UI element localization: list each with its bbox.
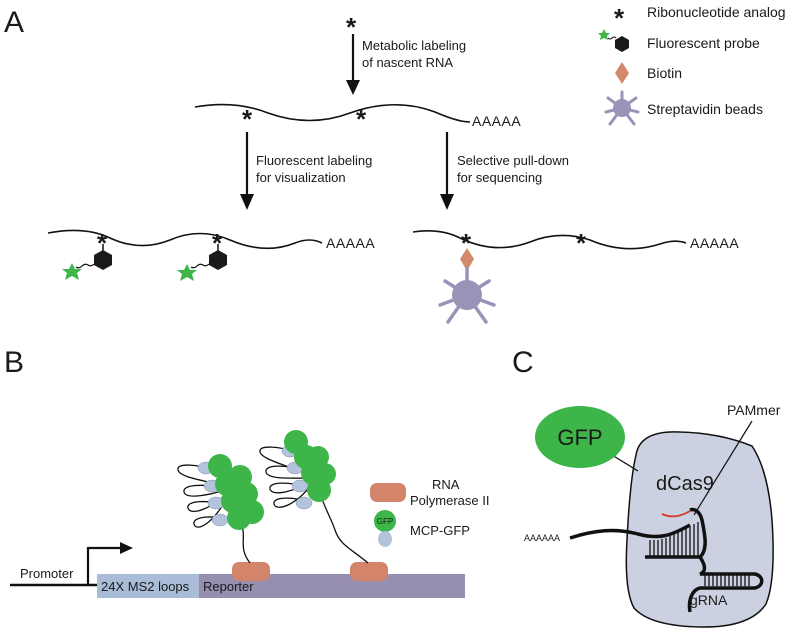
nascent-rna-strand bbox=[194, 103, 471, 123]
pulldown-label-2: for sequencing bbox=[457, 170, 542, 185]
hexagon-probe-icon bbox=[209, 250, 227, 270]
gfp-linker bbox=[611, 454, 639, 472]
promoter-arrow-icon bbox=[86, 546, 122, 585]
polya-tail: AAAAA bbox=[690, 235, 739, 251]
legend-probe: Fluorescent probe bbox=[647, 35, 760, 51]
ms2-loops-bar bbox=[97, 574, 199, 598]
probe-squiggle bbox=[607, 36, 617, 40]
panel-label-a: A bbox=[4, 6, 24, 39]
star-fluorophore-icon bbox=[598, 29, 610, 40]
hexagon-probe-icon bbox=[94, 250, 112, 270]
polya-tail: AAAAA bbox=[326, 235, 375, 251]
rna-polymerase bbox=[350, 562, 388, 581]
grna-tail bbox=[687, 556, 764, 613]
grna-hairpin bbox=[704, 574, 750, 586]
asterisk-icon: * bbox=[242, 104, 253, 134]
star-fluorophore-icon bbox=[62, 263, 82, 280]
ms2-transcript-2 bbox=[259, 430, 369, 564]
asterisk-icon: * bbox=[346, 12, 357, 42]
asterisk-icon: * bbox=[614, 3, 625, 33]
panel-label-c: C bbox=[512, 346, 534, 379]
asterisk-icon: * bbox=[461, 228, 472, 258]
diamond-biotin-icon bbox=[460, 248, 474, 271]
asterisk-icon: * bbox=[356, 104, 367, 134]
mcp-gfp-label: MCP-GFP bbox=[410, 523, 470, 538]
metabolic-label-2: of nascent RNA bbox=[362, 55, 453, 70]
rna-polymerase bbox=[232, 562, 270, 581]
bead-core bbox=[613, 99, 631, 117]
reporter-label: Reporter bbox=[203, 579, 254, 594]
gfp-legend-circle bbox=[374, 510, 396, 532]
diamond-biotin-icon bbox=[615, 62, 629, 84]
gfp-label: GFP bbox=[557, 425, 602, 450]
polya-tail: AAAAA bbox=[472, 113, 521, 129]
bead-core bbox=[452, 280, 482, 310]
polya-tail-c: AAAAAA bbox=[524, 533, 560, 543]
ms2-label: 24X MS2 loops bbox=[101, 579, 190, 594]
rna-polymerase-legend bbox=[370, 483, 406, 502]
arrow-head bbox=[346, 80, 360, 95]
grna-label: gRNA bbox=[690, 592, 728, 608]
labeled-rna-strand bbox=[47, 229, 323, 250]
mcp-legend-shape bbox=[378, 531, 392, 547]
gfp-domain bbox=[535, 406, 625, 468]
probe-squiggle bbox=[190, 263, 210, 269]
pulldown-label-1: Selective pull-down bbox=[457, 153, 569, 168]
grna-strand bbox=[645, 507, 707, 559]
rnap-label-1: RNA bbox=[432, 477, 460, 492]
pulled-rna-strand bbox=[412, 230, 687, 250]
asterisk-icon: * bbox=[576, 228, 587, 258]
arrow-head bbox=[240, 194, 254, 210]
legend-biotin: Biotin bbox=[647, 65, 682, 81]
asterisk-icon: * bbox=[97, 228, 108, 258]
fluor-label-1: Fluorescent labeling bbox=[256, 153, 372, 168]
rnap-label-2: Polymerase II bbox=[410, 493, 489, 508]
promoter-label: Promoter bbox=[20, 566, 74, 581]
metabolic-label-1: Metabolic labeling bbox=[362, 38, 466, 53]
gfp-legend-text: GFP bbox=[377, 517, 393, 526]
fluor-label-2: for visualization bbox=[256, 170, 346, 185]
legend-beads: Streptavidin beads bbox=[647, 101, 763, 117]
legend-ribonucleotide: Ribonucleotide analog bbox=[647, 4, 786, 20]
arrow-head bbox=[440, 194, 454, 210]
pammer-oligo bbox=[661, 510, 691, 518]
star-fluorophore-icon bbox=[177, 264, 197, 281]
pammer-label: PAMmer bbox=[727, 402, 781, 418]
pammer-pointer bbox=[693, 420, 753, 516]
asterisk-icon: * bbox=[212, 228, 223, 258]
probe-squiggle bbox=[75, 263, 95, 269]
ms2-transcript-1 bbox=[177, 454, 264, 564]
promoter-arrowhead bbox=[120, 542, 133, 554]
dcas9-label: dCas9 bbox=[656, 473, 714, 495]
hexagon-probe-icon bbox=[615, 36, 629, 52]
panel-label-b: B bbox=[4, 346, 24, 379]
grna-duplex bbox=[649, 522, 699, 556]
target-rna bbox=[569, 523, 691, 540]
